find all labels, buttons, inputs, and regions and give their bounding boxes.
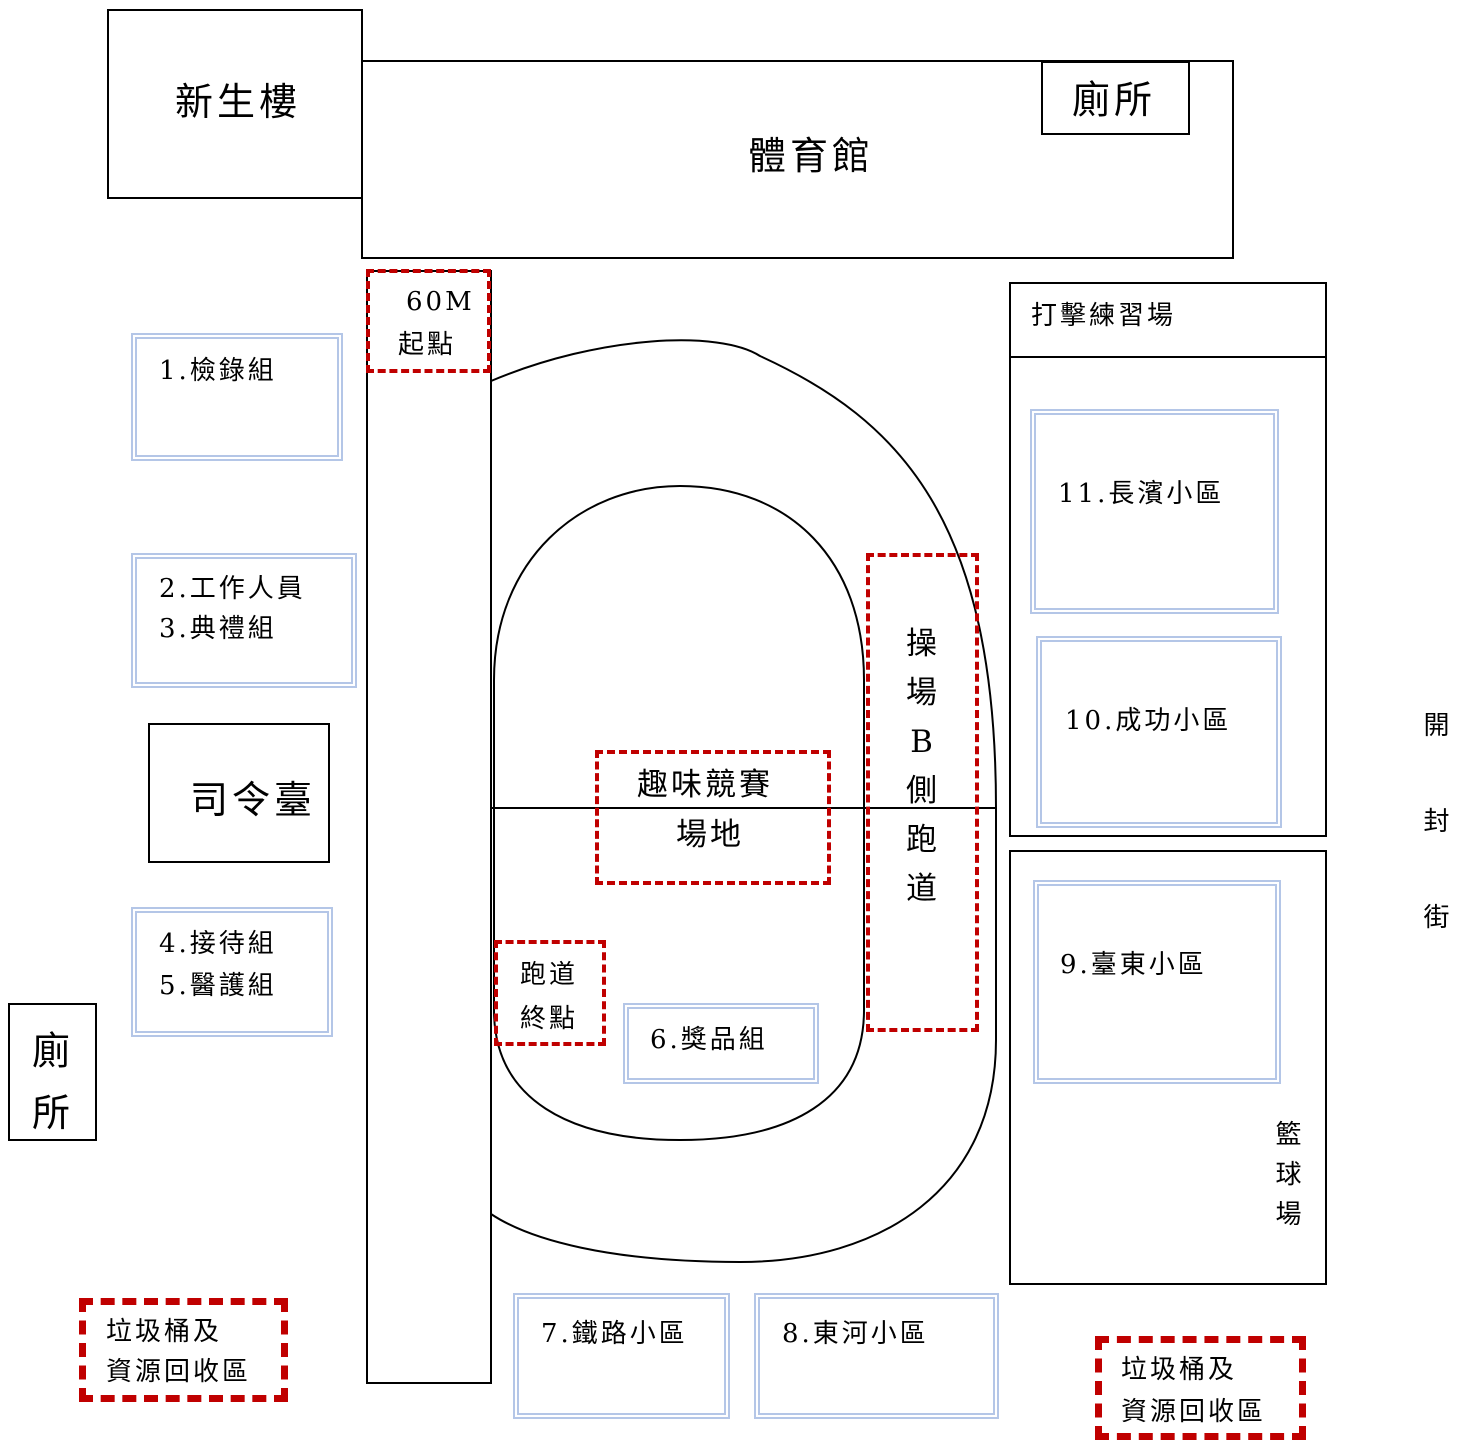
street-char: 封 (1423, 807, 1453, 837)
zone-chenggong (1036, 636, 1282, 828)
zone-taitung-label: 9.臺東小區 (1060, 950, 1207, 980)
gym (361, 60, 1234, 259)
zone-staff-ceremony (131, 553, 357, 688)
track-b-char: 跑 (906, 822, 940, 858)
area-track-finish (494, 940, 606, 1046)
command-stage-label: 司令臺 (190, 778, 317, 822)
running-straight (366, 270, 492, 1384)
zone-registration (131, 333, 343, 461)
zone-reception-medical (131, 907, 333, 1037)
area-recycle-right (1095, 1336, 1306, 1440)
left-restroom-char: 所 (31, 1091, 74, 1135)
inner-track (493, 484, 865, 1142)
new-building-label: 新生樓 (175, 80, 302, 124)
area-60m-start (366, 269, 491, 373)
track-b-char: B (910, 724, 936, 760)
area-recycle-right-label-1: 垃圾桶及 (1121, 1355, 1238, 1385)
batting-practice-label: 打擊練習場 (1031, 301, 1177, 331)
area-recycle-left-label-2: 資源回收區 (106, 1357, 252, 1387)
track-b-char: 側 (906, 773, 940, 809)
command-stage (148, 723, 330, 863)
area-60m-start-label-2: 起點 (398, 330, 457, 360)
basketball-court (1009, 850, 1327, 1285)
basketball-char: 籃 (1275, 1120, 1305, 1150)
area-track-finish-label-2: 終點 (520, 1004, 579, 1034)
zone-registration-label: 1.檢錄組 (159, 356, 277, 386)
track-b-char: 道 (906, 871, 940, 907)
street-label: 開 封 街 (1418, 678, 1458, 966)
basketball-char: 球 (1275, 1160, 1305, 1190)
area-fun-game-label-2: 場地 (676, 817, 744, 853)
street-char: 街 (1423, 903, 1453, 933)
left-restroom-char: 廁 (31, 1029, 74, 1073)
zone-medical-label: 5.醫護組 (159, 971, 277, 1001)
gym-restroom-label: 廁所 (1072, 78, 1157, 122)
zone-prizes (623, 1003, 819, 1084)
basketball-char: 場 (1275, 1200, 1305, 1230)
area-recycle-left (79, 1298, 288, 1402)
area-60m-start-label-1: 60M (406, 287, 475, 317)
area-fun-game-label-1: 趣味競賽 (637, 767, 773, 803)
batting-practice-header (1009, 282, 1327, 358)
zone-changbin-label: 11.長濱小區 (1058, 479, 1225, 509)
zone-donghe (754, 1293, 999, 1419)
track-b-char: 場 (906, 675, 940, 711)
zone-prizes-label: 6.獎品組 (650, 1025, 768, 1055)
area-recycle-left-label-1: 垃圾桶及 (106, 1317, 223, 1347)
gym-label: 體育館 (748, 134, 875, 178)
area-fun-game (595, 750, 831, 885)
zone-railway-label: 7.鐵路小區 (541, 1319, 688, 1349)
zone-staff-label: 2.工作人員 (159, 574, 306, 604)
zone-chenggong-label: 10.成功小區 (1065, 706, 1232, 736)
zone-taitung (1033, 880, 1281, 1084)
zone-ceremony-label: 3.典禮組 (159, 614, 277, 644)
zone-reception-label: 4.接待組 (159, 929, 277, 959)
track-b-char: 操 (906, 626, 940, 662)
zone-railway (513, 1293, 730, 1419)
left-restroom-label: 廁 所 (28, 1020, 78, 1144)
area-recycle-right-label-2: 資源回收區 (1121, 1397, 1267, 1427)
zone-donghe-label: 8.東河小區 (782, 1319, 929, 1349)
left-restroom (8, 1003, 97, 1141)
area-track-b-side (866, 553, 979, 1032)
gym-restroom (1041, 61, 1190, 135)
basketball-court-label: 籃 球 場 (1272, 1115, 1308, 1235)
street-char: 開 (1423, 711, 1453, 741)
area-track-finish-label-1: 跑道 (520, 960, 579, 990)
outer-track (490, 339, 997, 1264)
area-track-b-side-label: 操 場 B 側 跑 道 (900, 620, 946, 914)
zone-changbin (1030, 409, 1279, 614)
